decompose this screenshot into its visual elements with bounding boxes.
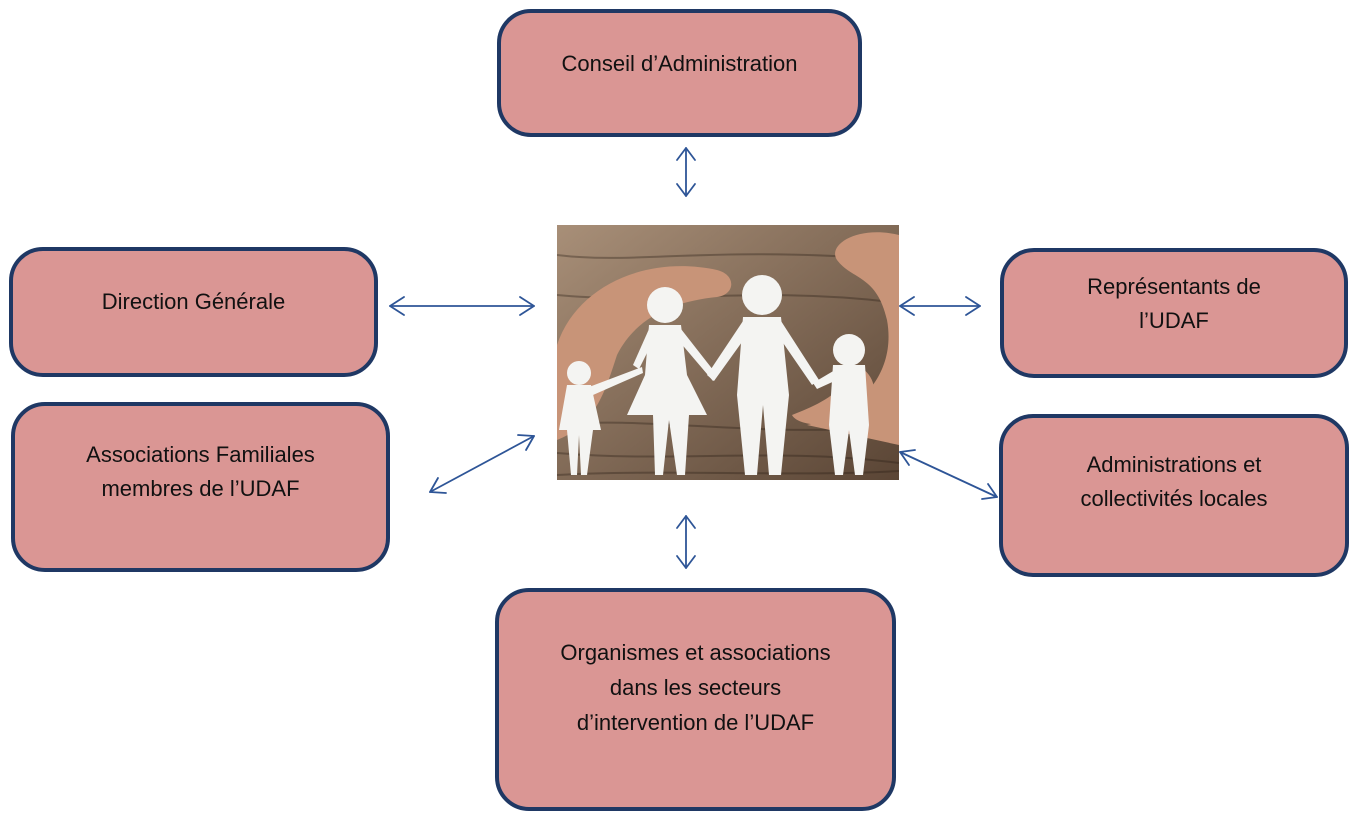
node-label-line: Représentants de [1087,274,1261,299]
node-label-line: membres de l’UDAF [101,476,300,502]
node-label-line: Administrations et [1086,452,1262,477]
node-label-line: dans les secteurs [609,674,782,700]
node-label-line: Associations Familiales [86,442,315,467]
node-label-line: Direction Générale [101,289,286,314]
node-label-line: collectivités locales [1080,486,1268,512]
arrow-associations [429,434,535,494]
node-representants: Représentants de l’UDAF [1000,248,1348,378]
family-illustration-icon [557,225,899,480]
arrow-administrations [899,449,998,500]
node-organismes-associations: Organismes et associations dans les sect… [495,588,896,811]
node-administrations-collectivites: Administrations et collectivités locales [999,414,1349,577]
center-family-photo [557,225,899,480]
node-label-line: d’intervention de l’UDAF [576,709,815,735]
arrow-organismes [676,515,696,569]
arrow-representants [899,296,981,316]
arrow-direction [389,296,535,316]
paper-family [559,275,869,475]
node-label-line: l’UDAF [1139,308,1209,334]
node-direction-generale: Direction Générale [9,247,378,377]
arrow-conseil [676,147,696,197]
node-label-line: Conseil d’Administration [561,51,798,76]
node-associations-familiales: Associations Familiales membres de l’UDA… [11,402,390,572]
node-conseil-administration: Conseil d’Administration [497,9,862,137]
node-label-line: Organismes et associations [560,640,831,665]
